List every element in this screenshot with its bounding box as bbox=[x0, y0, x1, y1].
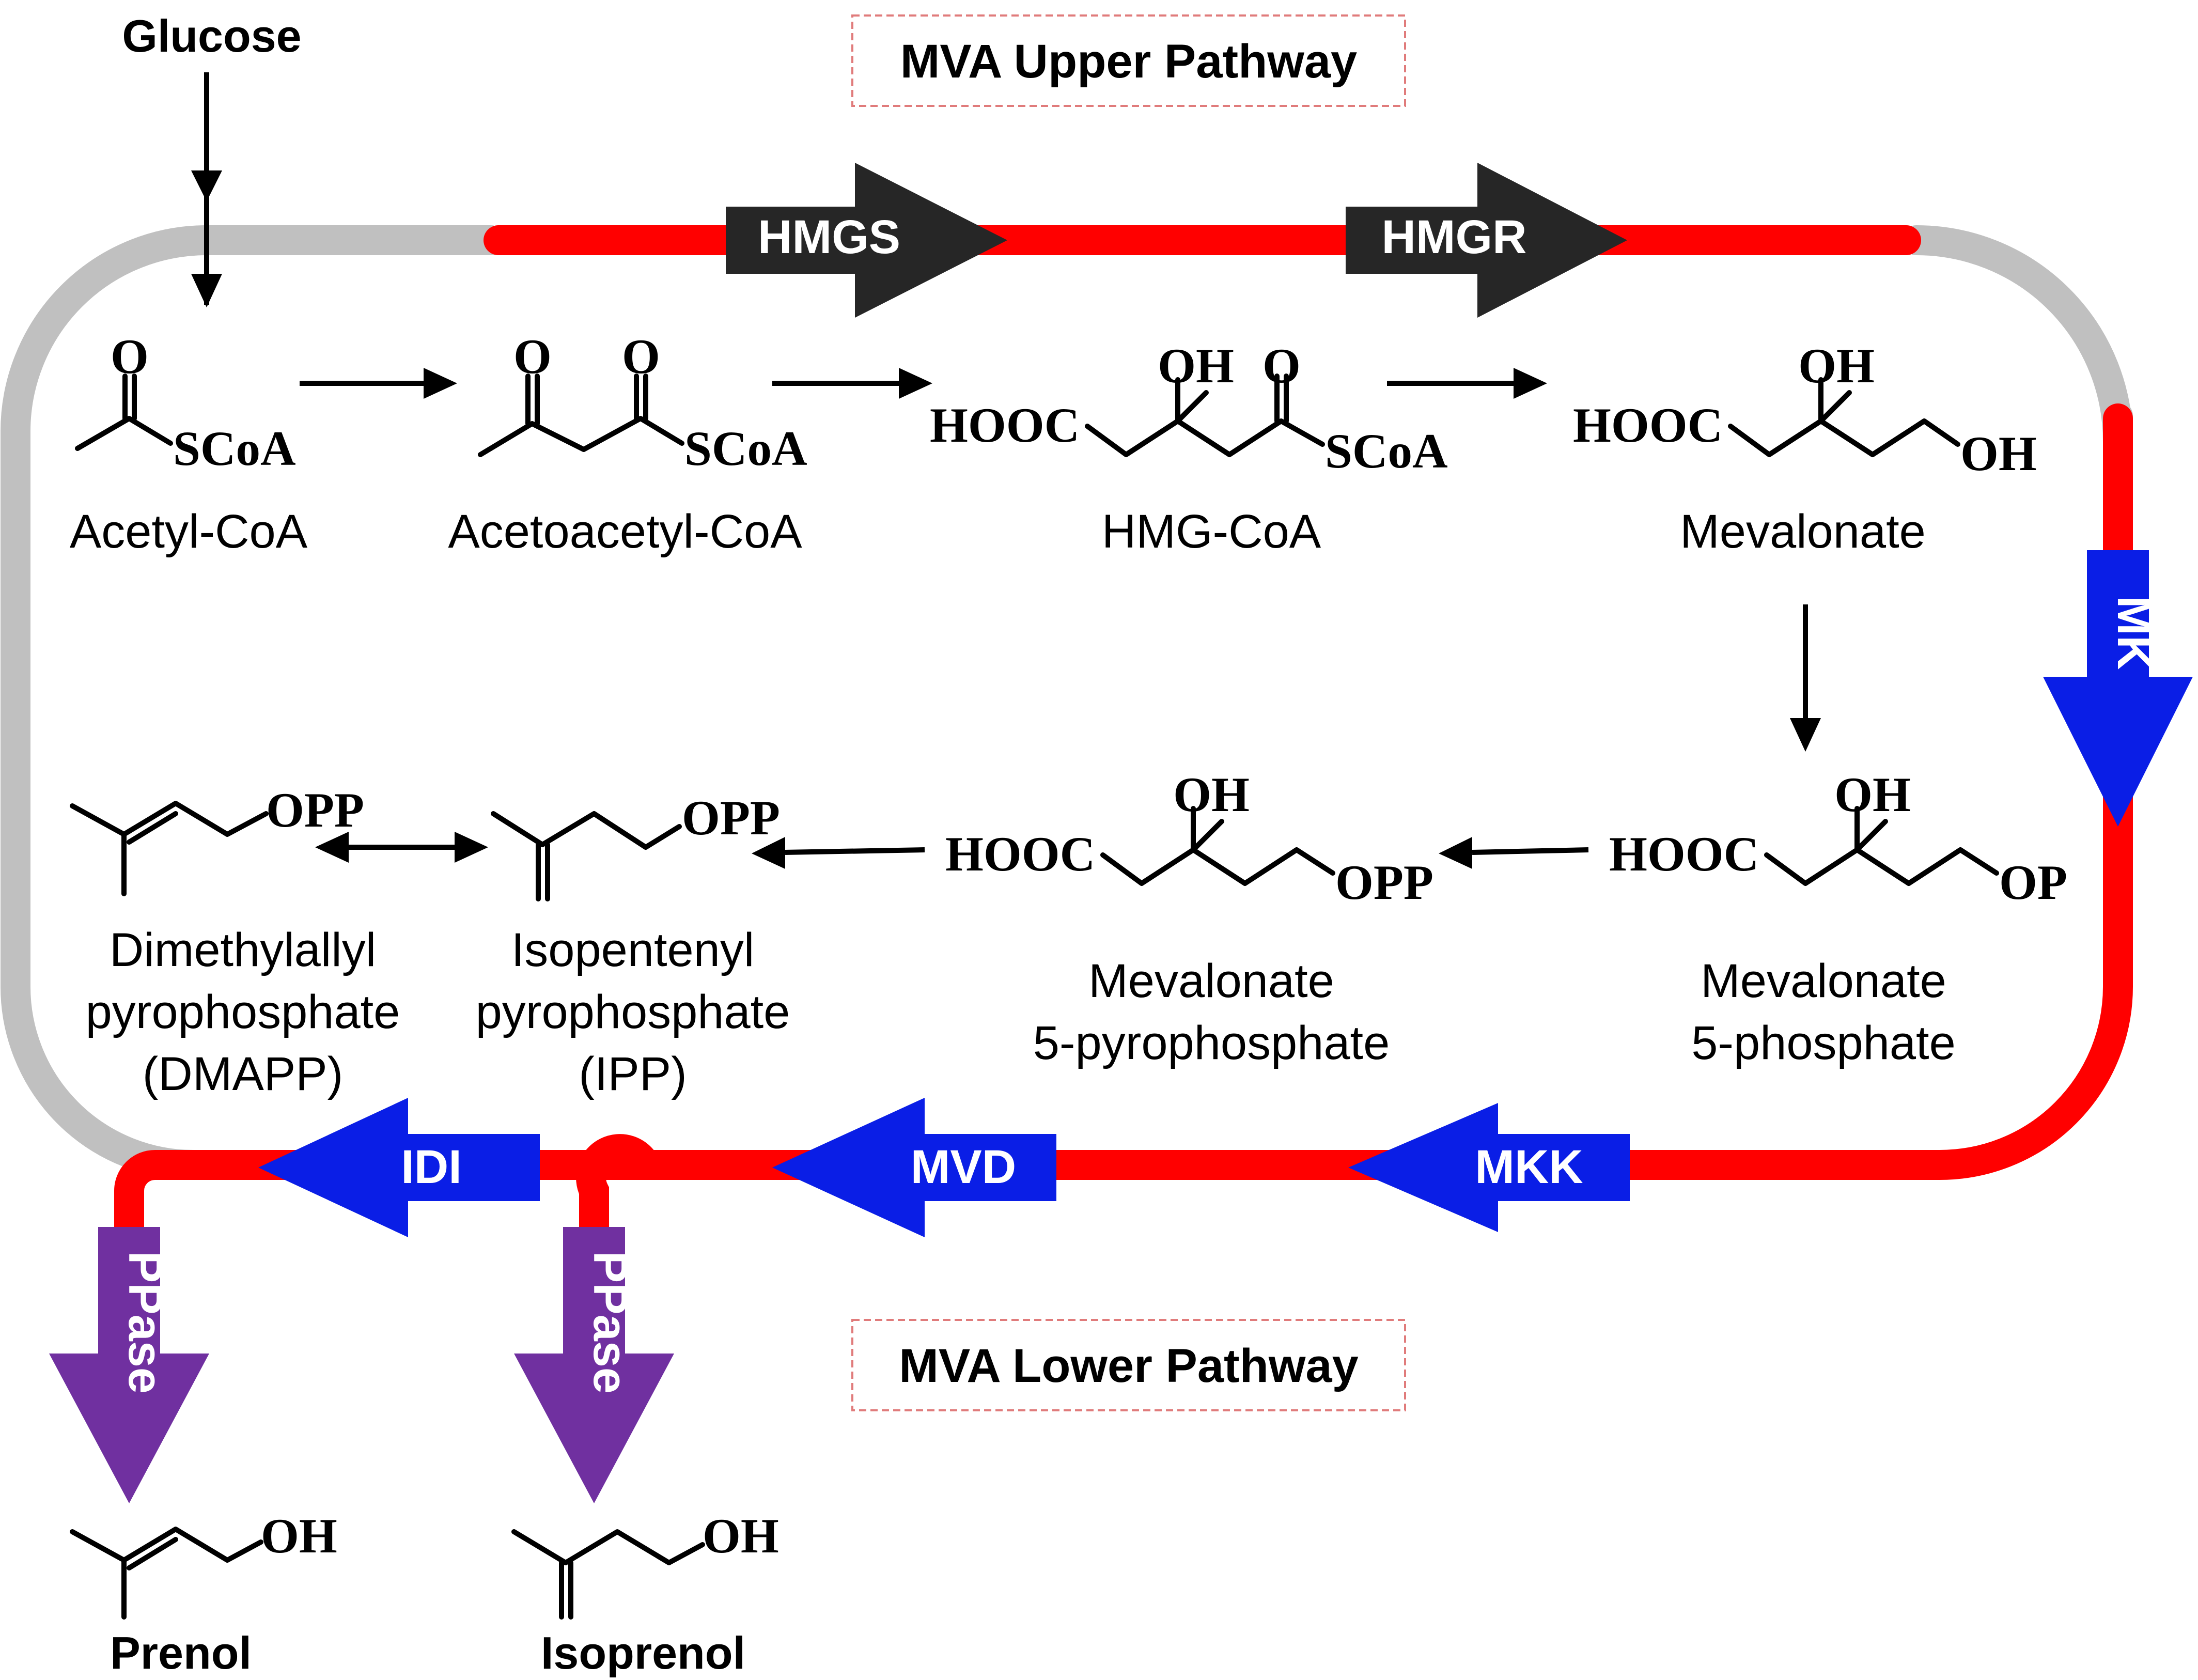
idi-arrow bbox=[258, 1098, 540, 1237]
arrow-mev5pp-to-ipp bbox=[752, 837, 925, 869]
svg-text:OH: OH bbox=[1158, 338, 1234, 393]
lower-pathway-label: MVA Lower Pathway bbox=[851, 1319, 1406, 1411]
svg-text:OH: OH bbox=[1960, 426, 2037, 481]
ppase-isoprenol-arrow bbox=[514, 1227, 674, 1503]
compound-mevalonate: HOOC OH OH Mevalonate bbox=[1573, 338, 2037, 558]
acetoacetyl-coa-name: Acetoacetyl-CoA bbox=[448, 505, 802, 558]
ipp-name-3: (IPP) bbox=[579, 1048, 687, 1100]
svg-text:OH: OH bbox=[1834, 767, 1911, 822]
mev5pp-name-1: Mevalonate bbox=[1088, 955, 1334, 1007]
mev5p-name-1: Mevalonate bbox=[1701, 955, 1946, 1007]
compound-acetyl-coa: O SCoA Acetyl-CoA bbox=[70, 329, 308, 558]
ipp-name-2: pyrophosphate bbox=[476, 986, 790, 1038]
upper-pathway-label: MVA Upper Pathway bbox=[851, 14, 1406, 107]
svg-text:OPP: OPP bbox=[1335, 855, 1433, 910]
mk-arrow bbox=[2043, 550, 2193, 827]
mkk-label: MKK bbox=[1475, 1141, 1583, 1193]
compound-dmapp: OPP Dimethylallyl pyrophosphate (DMAPP) bbox=[70, 783, 400, 1100]
hmg-coa-name: HMG-CoA bbox=[1102, 505, 1321, 558]
branch-isoprenol bbox=[576, 1134, 659, 1235]
svg-text:O: O bbox=[622, 329, 660, 384]
svg-text:OH: OH bbox=[703, 1508, 779, 1563]
arrow-mevalonate-to-mev5p bbox=[1790, 604, 1821, 752]
compound-acetoacetyl-coa: O O SCoA Acetoacetyl-CoA bbox=[448, 329, 807, 558]
gray-track bbox=[0, 225, 506, 1180]
hmgr-label: HMGR bbox=[1381, 211, 1526, 263]
mvd-label: MVD bbox=[911, 1141, 1016, 1193]
lower-pathway-box bbox=[851, 1319, 1406, 1411]
compound-mevalonate-5-phosphate: HOOC OH OP Mevalonate 5-phosphate bbox=[1609, 767, 2067, 1069]
svg-text:OH: OH bbox=[261, 1508, 337, 1563]
mk-label: MK bbox=[2108, 596, 2160, 670]
svg-text:OH: OH bbox=[1173, 767, 1250, 822]
reaction-arrows bbox=[300, 368, 1821, 869]
ppase-prenol-label: PPase bbox=[119, 1251, 172, 1394]
svg-text:HOOC: HOOC bbox=[1573, 398, 1723, 453]
arrow-hmg-to-mevalonate bbox=[1387, 368, 1547, 399]
svg-text:MVA Lower Pathway: MVA Lower Pathway bbox=[899, 1340, 1359, 1392]
svg-text:OP: OP bbox=[1999, 855, 2067, 910]
compound-mevalonate-5-pyrophosphate: HOOC OH OPP Mevalonate 5-pyrophosphate bbox=[945, 767, 1433, 1069]
svg-text:O: O bbox=[111, 329, 149, 384]
svg-text:O: O bbox=[1262, 338, 1301, 393]
glucose-arrow bbox=[191, 72, 222, 307]
enzyme-mvd: MVD bbox=[772, 1098, 1056, 1237]
svg-text:SCoA: SCoA bbox=[173, 421, 296, 476]
compound-isoprenol: OH Isoprenol bbox=[511, 1508, 779, 1678]
svg-text:OPP: OPP bbox=[682, 790, 780, 845]
mev5pp-name-2: 5-pyrophosphate bbox=[1033, 1017, 1390, 1069]
svg-text:SCoA: SCoA bbox=[684, 421, 807, 476]
prenol-name: Prenol bbox=[110, 1627, 252, 1677]
gray-track-corner bbox=[1901, 225, 2133, 442]
compound-ipp: OPP Isopentenyl pyrophosphate (IPP) bbox=[476, 790, 790, 1100]
dmapp-name-2: pyrophosphate bbox=[86, 986, 400, 1038]
acetyl-coa-name: Acetyl-CoA bbox=[70, 505, 308, 558]
svg-text:HOOC: HOOC bbox=[1609, 827, 1759, 881]
isoprenol-name: Isoprenol bbox=[541, 1627, 745, 1677]
ppase-isoprenol-label: PPase bbox=[584, 1251, 636, 1394]
mevalonate-name: Mevalonate bbox=[1680, 505, 1926, 558]
enzyme-ppase-prenol: PPase bbox=[49, 1227, 209, 1503]
glucose-label: Glucose bbox=[122, 10, 301, 61]
arrow-acetoacetyl-to-hmg bbox=[772, 368, 932, 399]
svg-text:OPP: OPP bbox=[266, 783, 364, 837]
ipp-name-1: Isopentenyl bbox=[511, 924, 755, 976]
upper-pathway-box bbox=[851, 14, 1406, 107]
compound-prenol: OH Prenol bbox=[70, 1508, 337, 1678]
svg-text:HOOC: HOOC bbox=[945, 827, 1095, 881]
svg-text:OH: OH bbox=[1798, 338, 1875, 393]
arrow-acetyl-to-acetoacetyl bbox=[300, 368, 457, 399]
arrow-mev5p-to-mev5pp bbox=[1439, 837, 1589, 869]
enzyme-hmgs: HMGS bbox=[726, 163, 1007, 318]
mev5p-name-2: 5-phosphate bbox=[1691, 1017, 1956, 1069]
dmapp-name-1: Dimethylallyl bbox=[110, 924, 376, 976]
branch-prenol bbox=[114, 1150, 305, 1235]
dmapp-name-3: (DMAPP) bbox=[143, 1048, 343, 1100]
mvd-arrow bbox=[772, 1098, 1056, 1237]
enzyme-ppase-isoprenol: PPase bbox=[514, 1227, 674, 1503]
enzyme-idi: IDI bbox=[258, 1098, 540, 1237]
enzyme-mk: MK bbox=[2043, 550, 2193, 827]
ppase-prenol-arrow bbox=[49, 1227, 209, 1503]
arrow-ipp-dmapp bbox=[315, 832, 488, 863]
lower-red-track bbox=[261, 403, 2133, 1180]
hmgr-arrow bbox=[1346, 163, 1627, 318]
svg-text:HOOC: HOOC bbox=[930, 398, 1080, 453]
enzyme-hmgr: HMGR bbox=[1346, 163, 1627, 318]
mkk-arrow bbox=[1348, 1103, 1630, 1232]
enzyme-mkk: MKK bbox=[1348, 1103, 1630, 1232]
idi-label: IDI bbox=[401, 1141, 462, 1193]
hmgs-label: HMGS bbox=[758, 211, 900, 263]
svg-text:O: O bbox=[513, 329, 552, 384]
svg-text:SCoA: SCoA bbox=[1325, 424, 1448, 478]
compound-hmg-coa: HOOC OH O SCoA HMG-CoA bbox=[930, 338, 1448, 558]
svg-text:MVA Upper Pathway: MVA Upper Pathway bbox=[900, 35, 1357, 88]
hmgs-arrow bbox=[726, 163, 1007, 318]
